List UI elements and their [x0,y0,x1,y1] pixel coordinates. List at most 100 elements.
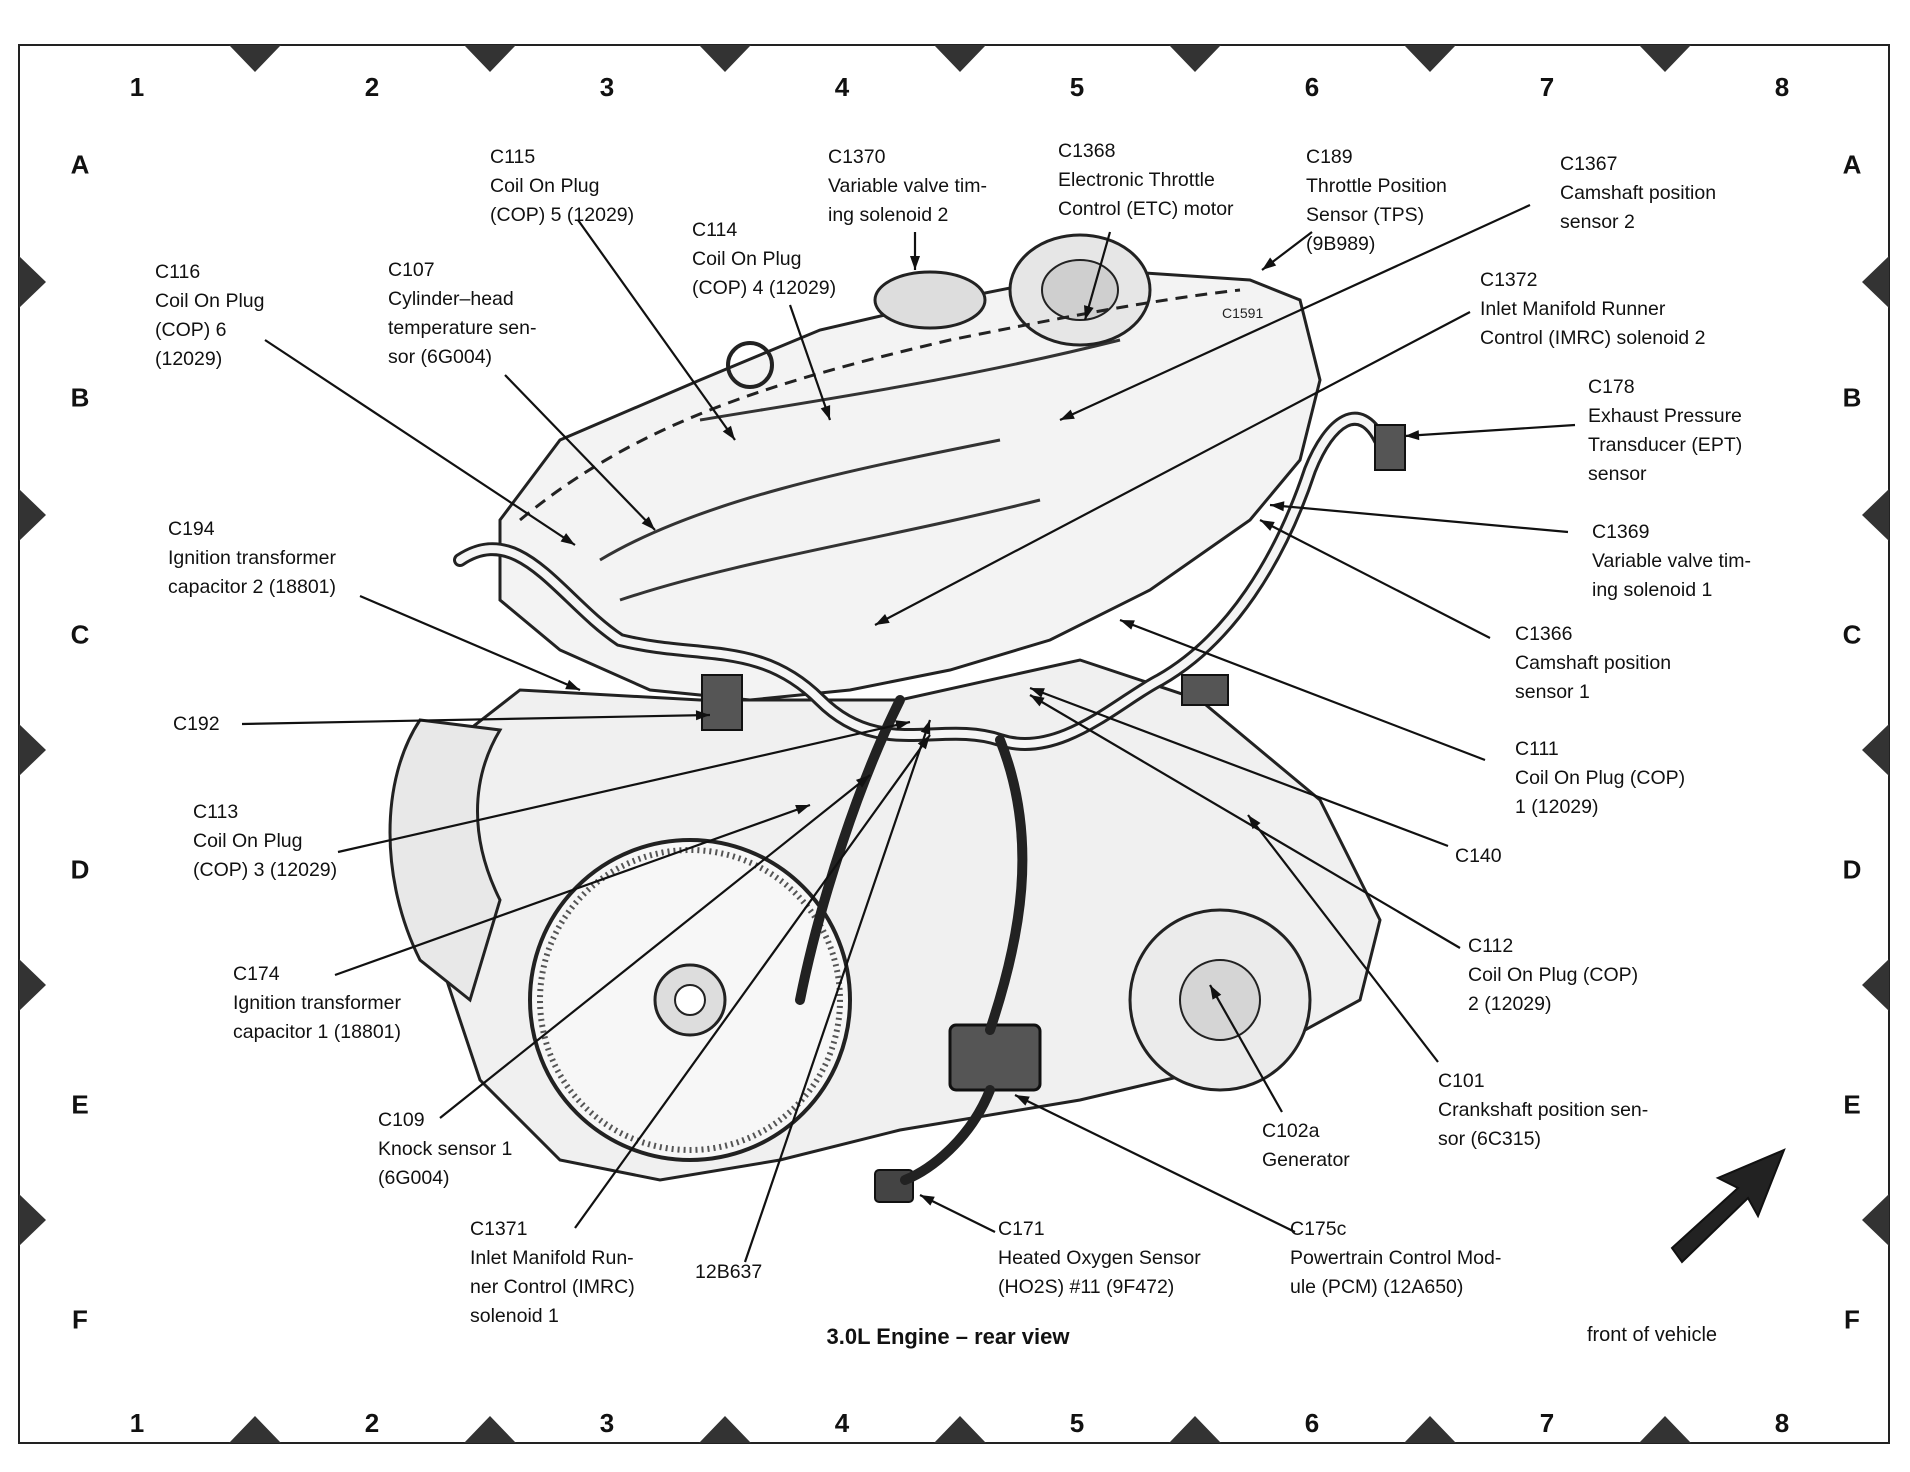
grid-row-left-E: E [71,1089,89,1120]
top-marker-6 [1639,45,1691,72]
ept-sensor [1374,424,1406,471]
leader-arrow-c140 [1030,688,1045,698]
left-marker-2 [19,724,46,776]
leader-arrow-c107 [641,516,655,530]
connector-id: C178 [1588,376,1635,398]
harness-lower [795,695,1028,1185]
bottom-marker-3 [934,1416,986,1443]
leader-arrow-c1366 [1260,520,1275,531]
right-marker-2 [1862,724,1889,776]
connector-id: C116 [155,261,201,283]
leader-line-c175c [1014,1094,1296,1233]
connector-description-line: (9B989) [1306,233,1376,255]
connector-id: C109 [378,1109,425,1131]
intake-manifold [498,268,1322,702]
grid-column-bottom-1: 1 [129,1408,145,1438]
grid-row-right-A: A [1842,149,1862,180]
throttle-bore [1041,259,1119,321]
leader-arrow-c171 [920,1195,935,1206]
right-marker-3 [1862,959,1889,1011]
connector-id: C112 [1468,935,1514,957]
right-marker-1 [1862,489,1889,541]
connector-id: C115 [490,146,536,168]
leader-arrow-c1368 [1084,305,1094,320]
connector-id: C1366 [1515,623,1573,645]
leader-arrow-c1372 [875,614,890,625]
grid-column-top-2: 2 [364,72,380,102]
connector-id: C140 [1455,845,1502,867]
top-marker-4 [1169,45,1221,72]
connector-id: C189 [1306,146,1353,168]
grid-column-bottom-8: 8 [1774,1408,1790,1438]
leader-line-c1367 [1059,203,1531,422]
connector-id: C174 [233,963,280,985]
leader-arrow-c1370 [910,256,920,270]
flywheel-center [674,984,706,1016]
top-marker-5 [1404,45,1456,72]
connector-description-line: 2 (12029) [1468,993,1552,1015]
grid-column-top-6: 6 [1304,72,1320,102]
top-marker-2 [699,45,751,72]
connector-description-line: ing solenoid 2 [828,204,949,226]
grid-column-bottom-3: 3 [599,1408,615,1438]
connector-description-line: sor (6G004) [388,346,493,368]
connector-description-line: Exhaust Pressure [1588,405,1742,427]
connector-description-line: (12029) [155,348,223,370]
connector-description-line: Coil On Plug [692,248,802,270]
pcm-connector [948,1023,1042,1092]
left-marker-4 [19,1194,46,1246]
grid-row-right-F: F [1844,1304,1860,1335]
connector-description-line: (6G004) [378,1167,450,1189]
connector-label-c192: C192 [173,710,220,739]
grid-column-top-5: 5 [1069,72,1085,102]
grid-row-left-D: D [70,854,90,885]
grid-row-left-C: C [70,619,90,650]
leader-line-c1369 [1269,503,1569,534]
leader-line-c192 [241,713,711,726]
leader-arrow-c101 [1248,815,1261,830]
connector-description-line: Control (ETC) motor [1058,198,1234,220]
leader-line-c109 [439,774,871,1119]
connector-description-line: Ignition transformer [233,992,401,1014]
leader-line-c115 [577,219,736,441]
connector-label-c140: C140 [1455,842,1502,871]
grid-column-bottom-4: 4 [834,1408,850,1438]
connector-id: C114 [692,219,738,241]
connector-description-line: sensor [1588,463,1647,485]
leader-line-c1368 [1083,231,1112,321]
leader-line-c1366 [1259,519,1491,639]
connector-description-line: Generator [1262,1149,1350,1171]
connector-id: C102a [1262,1120,1320,1142]
connector-id: C113 [193,801,239,823]
front-arrow-icon [1670,1148,1786,1264]
connector-description-line: Inlet Manifold Run- [470,1247,634,1269]
connector-id: 12B637 [695,1261,763,1283]
leader-arrow-c112 [1030,695,1045,707]
top-marker-0 [229,45,281,72]
right-marker-4 [1862,1194,1889,1246]
leader-line-c140 [1029,686,1449,848]
left-marker-3 [19,959,46,1011]
connector-description-line: Cylinder–head [388,288,514,310]
connector-description-line: sor (6C315) [1438,1128,1541,1150]
left-marker-0 [19,256,46,308]
connector-description-line: Control (IMRC) solenoid 2 [1480,327,1706,349]
connector-description-line: (HO2S) #11 (9F472) [998,1276,1175,1298]
connector-id: C1368 [1058,140,1116,162]
leader-arrow-c113 [895,720,910,730]
cop-connector-1 [1181,674,1229,706]
grid-column-bottom-2: 2 [364,1408,380,1438]
connector-description-line: (COP) 3 (12029) [193,859,338,881]
connector-description-line: Knock sensor 1 [378,1138,513,1160]
right-marker-0 [1862,256,1889,308]
grid-row-right-E: E [1843,1089,1861,1120]
